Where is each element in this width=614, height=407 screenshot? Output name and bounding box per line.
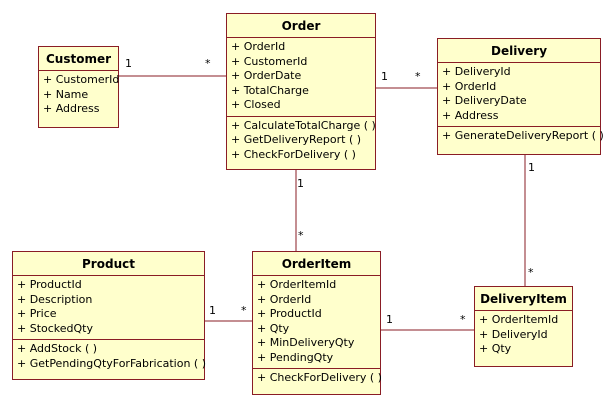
multiplicity-product-orderitem-from: 1 xyxy=(209,304,216,317)
operation: + GetPendingQtyForFabrication ( ) xyxy=(17,356,207,370)
operations-section: + GenerateDeliveryReport ( ) xyxy=(438,126,604,147)
attribute: + OrderItemId xyxy=(479,313,559,326)
class-order[interactable]: Order + OrderId + CustomerId + OrderDate… xyxy=(226,13,376,170)
operation: + AddStock ( ) xyxy=(17,342,98,355)
class-title: Delivery xyxy=(438,39,600,63)
attribute: + OrderId xyxy=(231,40,286,53)
class-title: Product xyxy=(13,252,204,276)
attribute: + MinDeliveryQty xyxy=(257,336,355,349)
operations-section: + CalculateTotalCharge ( ) + GetDelivery… xyxy=(227,115,376,166)
attributes-section: + ProductId + Description + Price + Stoc… xyxy=(13,276,204,339)
class-title: DeliveryItem xyxy=(475,287,572,311)
attribute: + Qty xyxy=(479,342,512,355)
operation: + CalculateTotalCharge ( ) xyxy=(231,118,376,132)
attributes-section: + CustomerId + Name + Address xyxy=(39,71,120,120)
class-product[interactable]: Product + ProductId + Description + Pric… xyxy=(12,251,207,380)
attribute: + StockedQty xyxy=(17,321,93,335)
attribute: + DeliveryDate xyxy=(442,94,527,107)
attribute: + OrderItemId xyxy=(257,278,337,291)
operations-section: + CheckForDelivery ( ) xyxy=(253,368,382,389)
attribute: + Price xyxy=(17,307,57,320)
multiplicity-orderitem-deliveryitem-to: * xyxy=(460,313,466,326)
class-title: Order xyxy=(227,14,375,38)
attributes-section: + OrderItemId + OrderId + ProductId + Qt… xyxy=(253,276,380,368)
class-title: Customer xyxy=(39,47,118,71)
multiplicity-order-orderitem-from: 1 xyxy=(297,177,304,190)
operation: + GetDeliveryReport ( ) xyxy=(231,133,362,146)
multiplicity-customer-order-to: * xyxy=(205,57,211,70)
attribute: + Description xyxy=(17,292,93,306)
attribute: + ProductId xyxy=(257,307,322,320)
attribute: + Qty xyxy=(257,321,290,335)
attribute: + Address xyxy=(442,108,499,122)
attribute: + PendingQty xyxy=(257,350,334,364)
attribute: + Closed xyxy=(231,98,281,111)
attributes-section: + OrderItemId + DeliveryId + Qty xyxy=(475,311,572,360)
attribute: + ProductId xyxy=(17,278,82,291)
attribute: + Address xyxy=(43,102,100,115)
class-customer[interactable]: Customer + CustomerId + Name + Address xyxy=(38,46,119,128)
multiplicity-order-orderitem-to: * xyxy=(298,229,304,242)
class-delivery[interactable]: Delivery + DeliveryId + OrderId + Delive… xyxy=(437,38,604,155)
operations-section: + AddStock ( ) + GetPendingQtyForFabrica… xyxy=(13,339,207,374)
class-orderitem[interactable]: OrderItem + OrderItemId + OrderId + Prod… xyxy=(252,251,382,395)
class-deliveryitem[interactable]: DeliveryItem + OrderItemId + DeliveryId … xyxy=(474,286,573,367)
multiplicity-order-delivery-to: * xyxy=(415,70,421,83)
attribute: + OrderId xyxy=(442,79,497,93)
attribute: + DeliveryId xyxy=(479,327,548,341)
multiplicity-orderitem-deliveryitem-from: 1 xyxy=(386,313,393,326)
attribute: + OrderDate xyxy=(231,69,302,82)
attribute: + CustomerId xyxy=(43,73,120,86)
attributes-section: + OrderId + CustomerId + OrderDate + Tot… xyxy=(227,38,375,116)
multiplicity-delivery-deliveryitem-to: * xyxy=(528,266,534,279)
attribute: + TotalCharge xyxy=(231,83,309,97)
multiplicity-order-delivery-from: 1 xyxy=(381,70,388,83)
attribute: + CustomerId xyxy=(231,54,308,68)
operation: + CheckForDelivery ( ) xyxy=(231,147,356,161)
multiplicity-delivery-deliveryitem-from: 1 xyxy=(528,161,535,174)
attribute: + OrderId xyxy=(257,292,312,306)
attribute: + DeliveryId xyxy=(442,65,511,78)
class-title: OrderItem xyxy=(253,252,380,276)
attributes-section: + DeliveryId + OrderId + DeliveryDate + … xyxy=(438,63,600,126)
multiplicity-product-orderitem-to: * xyxy=(241,304,247,317)
operation: + GenerateDeliveryReport ( ) xyxy=(442,129,604,142)
multiplicity-customer-order-from: 1 xyxy=(125,57,132,70)
attribute: + Name xyxy=(43,87,89,101)
operation: + CheckForDelivery ( ) xyxy=(257,371,382,384)
